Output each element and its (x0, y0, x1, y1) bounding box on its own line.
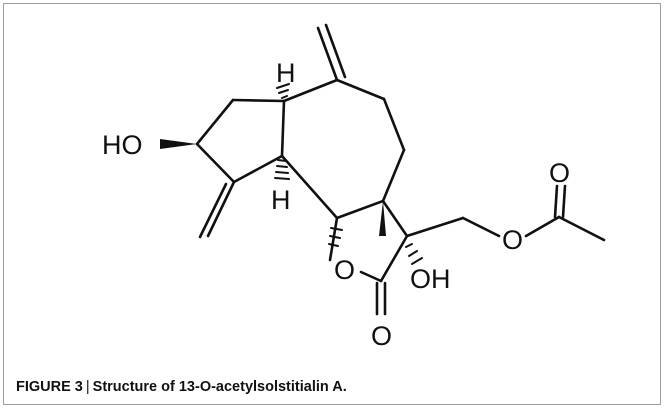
wedge-bond (379, 201, 386, 236)
bond (316, 26, 339, 82)
atom-label-h-top: H (276, 58, 296, 88)
figure-caption: FIGURE 3|Structure of 13-O-acetylsolstit… (16, 379, 347, 395)
bond (405, 216, 465, 238)
bond (335, 199, 385, 220)
bond (198, 182, 228, 239)
wedge-bond (160, 139, 197, 149)
bond (561, 184, 567, 219)
figure-frame: HO H H O O OH O O FIGURE 3|Structure of … (3, 3, 661, 405)
bond (381, 199, 409, 238)
bond (553, 184, 559, 219)
bond (280, 99, 286, 158)
bond (335, 78, 386, 101)
atom-label-o-ring: O (334, 255, 355, 285)
bond (232, 154, 284, 184)
atom-label-oh: OH (410, 264, 451, 294)
bond (231, 98, 286, 103)
atom-label-h-bottom: H (271, 185, 291, 215)
bond (461, 216, 501, 238)
bond (195, 98, 235, 146)
caption-separator: | (85, 379, 90, 395)
caption-text: Structure of 13-O-acetylsolstitialin A. (92, 379, 347, 395)
bond (324, 23, 347, 79)
bond (524, 215, 561, 238)
atom-label-o-acetyl: O (549, 158, 570, 188)
bond (328, 216, 339, 262)
hashed-bond-bottom-h (274, 159, 290, 180)
bond (557, 215, 606, 242)
molecule-structure: HO H H O O OH O O (102, 23, 606, 351)
hashed-bond-lactone (328, 227, 343, 247)
bond (379, 234, 409, 283)
bond (382, 97, 406, 152)
hashed-bond-top-h (276, 83, 290, 99)
bond (195, 142, 236, 184)
bond (282, 78, 339, 103)
hashed-bond-oh (405, 243, 423, 265)
figure-label: FIGURE 3 (16, 379, 83, 395)
bond (359, 270, 383, 283)
atom-label-o-carbonyl: O (371, 321, 392, 351)
atom-label-o-ester: O (502, 225, 523, 255)
atom-label-ho: HO (102, 130, 143, 160)
bond (381, 148, 406, 203)
bond (280, 154, 339, 220)
bond (206, 180, 236, 238)
